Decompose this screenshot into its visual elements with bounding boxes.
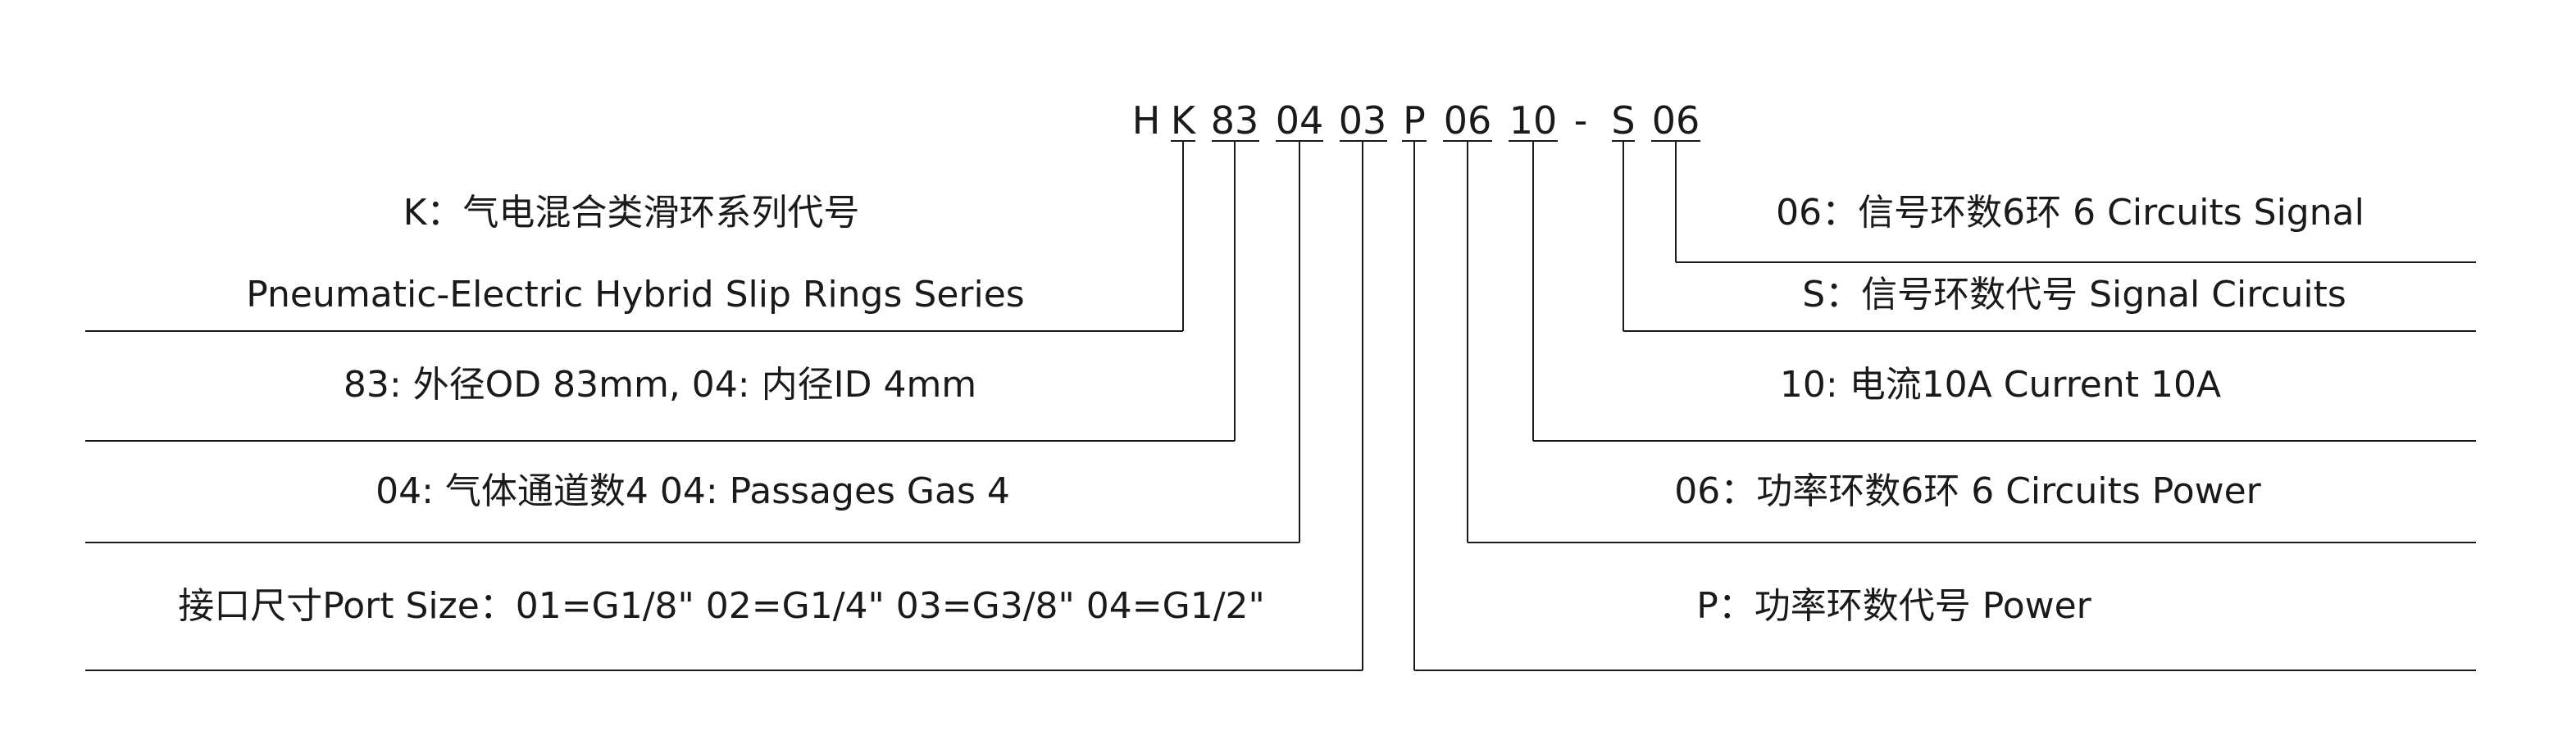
code-seg-03: 03 (1338, 98, 1387, 143)
label-signal-rings: 06：信号环数6环 6 Circuits Signal (1776, 192, 2364, 234)
label-signal-code: S：信号环数代号 Signal Circuits (1802, 274, 2346, 316)
label-series-cn: K：气电混合类滑环系列代号 (403, 192, 860, 234)
label-series-en: Pneumatic-Electric Hybrid Slip Rings Ser… (246, 274, 1025, 316)
code-seg-k: K (1170, 98, 1196, 143)
code-seg-s: S (1611, 98, 1636, 143)
label-gas-passages: 04: 气体通道数4 04: Passages Gas 4 (375, 470, 1010, 512)
code-seg-06-power: 06 (1443, 98, 1492, 143)
code-seg-06-signal: 06 (1651, 98, 1700, 143)
code-seg-p: P (1403, 98, 1426, 143)
label-power-rings: 06：功率环数6环 6 Circuits Power (1674, 470, 2261, 512)
label-current: 10: 电流10A Current 10A (1779, 364, 2222, 406)
code-seg-10: 10 (1509, 98, 1558, 143)
label-od-id: 83: 外径OD 83mm, 04: 内径ID 4mm (343, 364, 977, 406)
label-power-code: P：功率环数代号 Power (1696, 585, 2091, 627)
code-seg-04: 04 (1275, 98, 1324, 143)
code-seg-dash: - (1573, 98, 1588, 143)
code-seg-h: H (1131, 98, 1161, 143)
label-port-size: 接口尺寸Port Size：01=G1/8" 02=G1/4" 03=G3/8"… (178, 585, 1265, 627)
code-seg-83: 83 (1210, 98, 1259, 143)
